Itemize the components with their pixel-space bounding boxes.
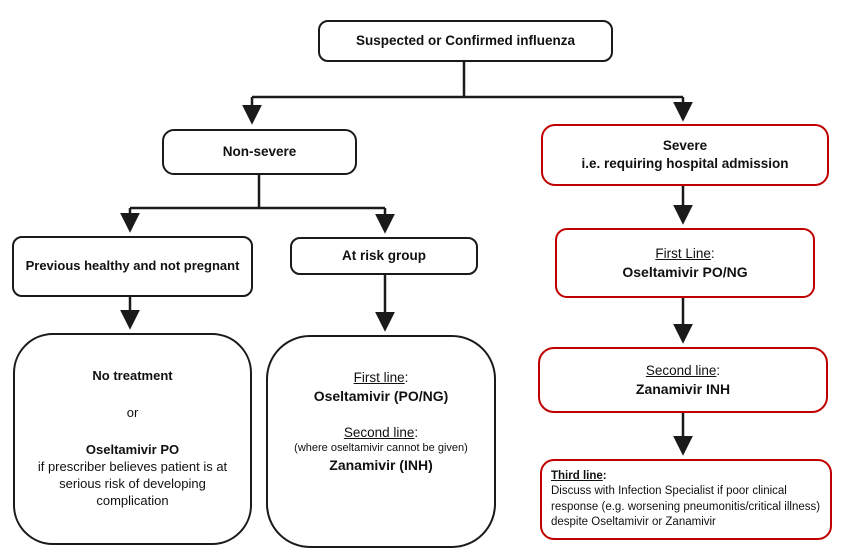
severe-third-line-heading: Third line: bbox=[551, 470, 607, 483]
at-risk-second-line-note: (where oseltamivir cannot be given) bbox=[294, 442, 468, 455]
no-treatment-option1: No treatment bbox=[92, 368, 173, 384]
node-severe-title: Severe bbox=[662, 138, 708, 154]
node-severe-subtitle: i.e. requiring hospital admission bbox=[581, 156, 789, 171]
node-severe-first-line: First Line: Oseltamivir PO/NG bbox=[555, 228, 815, 298]
severe-first-line-drug: Oseltamivir PO/NG bbox=[622, 263, 748, 280]
at-risk-second-line-drug: Zanamivir (INH) bbox=[329, 456, 433, 473]
severe-second-line-drug: Zanamivir INH bbox=[635, 380, 731, 397]
node-previous-healthy: Previous healthy and not pregnant bbox=[12, 236, 253, 297]
node-root: Suspected or Confirmed influenza bbox=[318, 20, 613, 62]
node-severe-second-line: Second line: Zanamivir INH bbox=[538, 347, 828, 413]
severe-first-line-heading: First Line: bbox=[655, 246, 715, 262]
node-non-severe-label: Non-severe bbox=[222, 144, 297, 160]
severe-third-line-body: Discuss with Infection Specialist if poo… bbox=[551, 485, 821, 528]
at-risk-second-line-heading: Second line: bbox=[343, 424, 419, 440]
at-risk-first-line-heading: First line: bbox=[353, 370, 409, 385]
node-at-risk-group: At risk group bbox=[290, 237, 478, 275]
node-at-risk-treatment: First line: Oseltamivir (PO/NG) Second l… bbox=[266, 335, 496, 548]
node-at-risk-group-label: At risk group bbox=[341, 248, 426, 264]
severe-second-line-heading: Second line: bbox=[645, 363, 721, 379]
no-treatment-note: if prescriber believes patient is at ser… bbox=[37, 459, 228, 508]
node-root-label: Suspected or Confirmed influenza bbox=[355, 33, 576, 49]
at-risk-first-line-drug: Oseltamivir (PO/NG) bbox=[313, 387, 449, 404]
node-non-severe: Non-severe bbox=[162, 129, 357, 175]
no-treatment-option2: Oseltamivir PO bbox=[85, 442, 180, 458]
no-treatment-or: or bbox=[126, 405, 139, 421]
node-previous-healthy-label: Previous healthy and not pregnant bbox=[25, 258, 240, 274]
node-no-treatment: No treatment or Oseltamivir PO if prescr… bbox=[13, 333, 252, 545]
node-severe: Severe i.e. requiring hospital admission bbox=[541, 124, 829, 186]
node-severe-third-line: Third line: Discuss with Infection Speci… bbox=[540, 459, 832, 540]
